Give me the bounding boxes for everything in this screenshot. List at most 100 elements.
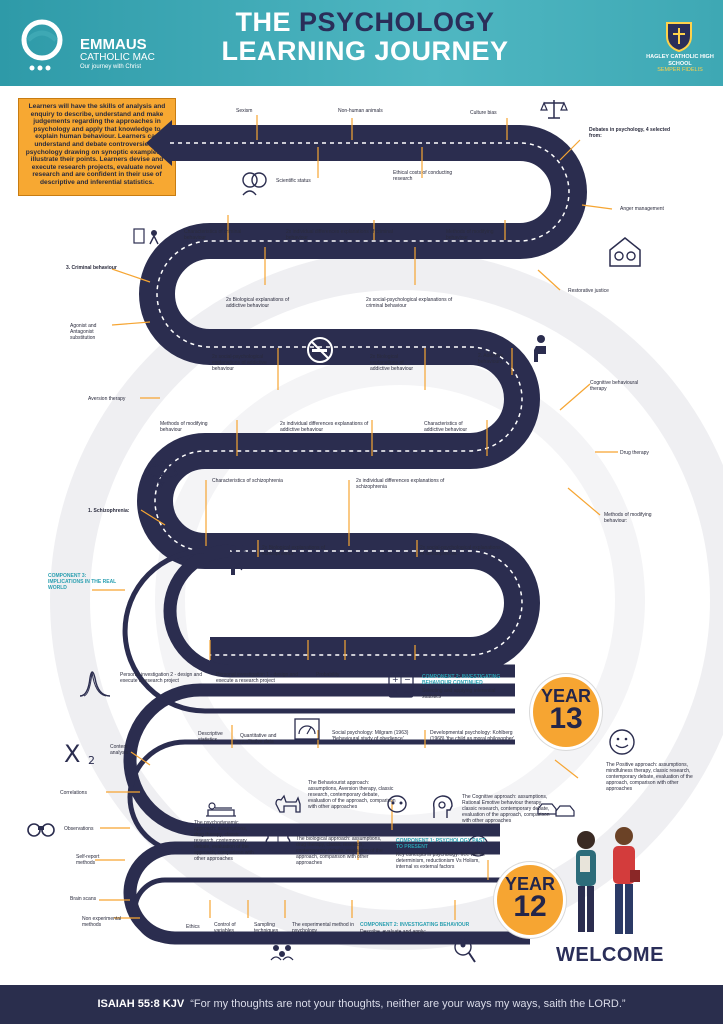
crime-scene-icon	[133, 228, 159, 245]
label-non-exp: Non experimental methods	[82, 916, 122, 928]
distribution-chart-icon	[79, 671, 111, 697]
emmaus-wordmark: EMMAUS CATHOLIC MAC Our journey with Chr…	[80, 36, 155, 70]
label-sexism: Sexism	[236, 108, 253, 114]
label-psychodynamic: The psychodynamic approach: assumptions,…	[194, 820, 254, 862]
svg-text:=: =	[404, 687, 411, 696]
label-id-schiz: 2x individual differences explanations o…	[356, 478, 445, 490]
label-milgram: Social psychology: Milgram (1963) 'Behav…	[332, 730, 409, 742]
svg-text:2: 2	[88, 754, 95, 766]
label-bio-addictive: 2x Biological explanations of addictive …	[226, 297, 290, 309]
label-comp1-title: COMPONENT 1: PSYCHOLOGY PAST TO PRESENT	[396, 838, 486, 850]
group-icon	[270, 945, 294, 961]
svg-text:−: −	[404, 675, 411, 684]
label-sp-criminal: 2x social-psychological explanations of …	[366, 297, 453, 309]
justice-scale-icon	[540, 100, 568, 119]
svg-text:+: +	[392, 675, 399, 684]
intro-box: Learners will have the skills of analysi…	[18, 98, 176, 196]
students-illustration	[576, 827, 640, 934]
psychoanalyst-couch-icon	[206, 802, 236, 817]
binoculars-icon	[27, 823, 55, 837]
label-restorative: Restorative justice	[568, 288, 609, 294]
label-drug: Drug therapy	[620, 450, 649, 456]
welcome-text: WELCOME	[556, 944, 664, 966]
label-pi1: Personal investigation 1 - design and ex…	[216, 672, 298, 684]
label-aversion: Aversion therapy	[88, 396, 126, 402]
label-sampling: Sampling techniques	[254, 922, 279, 934]
label-schiz: 1. Schizophrenia:	[88, 508, 130, 514]
dna-person-icon	[229, 545, 246, 575]
brain-icon	[265, 829, 291, 853]
search-person-icon	[454, 938, 476, 963]
label-behaviourist: The Behaviourist approach: assumptions, …	[308, 780, 396, 810]
label-char-schiz: Characteristics of schizophrenia	[212, 478, 283, 484]
label-methods-mod-2: Methods of modifying behaviour	[160, 421, 208, 433]
label-comp2-title: COMPONENT 2: INVESTIGATING BEHAVIOUR	[360, 922, 470, 928]
dog-icon	[275, 794, 301, 813]
label-non-human: Non-human animals	[338, 108, 383, 114]
label-comp2c-body: Selecting and applying inferential stati…	[422, 688, 496, 700]
school-crest-icon	[666, 22, 692, 52]
cars-icon	[537, 803, 575, 817]
label-comp2-body: Describe, evaluate and apply:	[360, 929, 426, 935]
label-methods-mod-3: Methods of modifying behaviour:	[604, 512, 652, 524]
face-mask-icon	[387, 795, 407, 813]
label-anger: Anger management	[620, 206, 664, 212]
storm-cloud-icon	[148, 461, 178, 488]
footer-verse: ISAIAH 55:8 KJV “For my thoughts are not …	[0, 985, 723, 1024]
svg-text:X: X	[64, 740, 80, 766]
road-arrow	[146, 120, 172, 166]
label-bio-addictive-2: 2x Biological explanations of addictive …	[370, 354, 414, 372]
chi-squared-icon: X 2	[64, 740, 95, 766]
label-experimental: The experimental method in psychology	[292, 922, 354, 934]
label-descriptive: Descriptive statistics	[198, 731, 223, 743]
math-operators-icon: +− × =	[388, 672, 414, 698]
label-correlations: Correlations	[60, 790, 87, 796]
label-cbt: Cognitive behavioural therapy	[590, 380, 639, 392]
label-ethics: Ethics	[186, 924, 200, 930]
verse-reference: ISAIAH 55:8 KJV	[97, 998, 185, 1010]
label-char-addictive: Characteristics of addictive behaviour	[424, 421, 468, 433]
label-quant: Quantitative and qualitative data	[240, 733, 277, 745]
gauge-icon	[294, 718, 320, 740]
comp1-head-icon	[467, 835, 489, 857]
label-sp-schiz: 2x social-psychological explanations of …	[420, 545, 501, 557]
label-criminal: 3. Criminal behaviour	[66, 265, 117, 271]
label-culture-bias: Culture bias	[470, 110, 497, 116]
smiley-icon	[609, 729, 635, 755]
label-scientific-status: Scientific status	[276, 178, 311, 184]
label-brain-scans: Brain scans	[70, 896, 97, 902]
verse-quote: “For my thoughts are not your thoughts, …	[190, 998, 626, 1010]
label-bio-schiz: 2x Biological explanations of schizophre…	[262, 545, 326, 557]
label-observations: Observations	[64, 826, 94, 832]
label-biological: The biological approach: assumptions, dr…	[296, 836, 383, 866]
label-sp-addictive: 2x social-psychological explanations of …	[212, 354, 267, 372]
label-char-criminal: Characteristics of criminal behaviour	[184, 229, 242, 241]
school-name: HAGLEY CATHOLIC HIGH SCHOOL SEMPER FIDEL…	[646, 54, 714, 73]
label-probability: Probability	[316, 672, 340, 678]
page-title: THE PSYCHOLOGY LEARNING JOURNEY	[221, 7, 509, 66]
road-row-1	[137, 125, 587, 673]
label-agonist: Agonist and Antagonist substitution	[70, 323, 97, 341]
smoker-icon	[534, 335, 546, 362]
head-gear-icon	[432, 795, 453, 818]
label-ethical-costs: Ethical costs of conducting research	[393, 170, 453, 182]
svg-text:×: ×	[392, 687, 399, 696]
label-comp1-body: Key concepts in psychology: free will Vs…	[396, 852, 485, 870]
label-kohlberg: Developmental psychology: Kohlberg (1968…	[430, 730, 515, 742]
no-smoking-icon	[307, 337, 333, 363]
label-positive: The Positive approach: assumptions, mind…	[606, 762, 693, 792]
label-control: Control of variables	[214, 922, 236, 934]
label-comp2c-title: COMPONENT 2: INVESTIGATING BEHAVIOUR CON…	[422, 674, 501, 686]
label-id-addictive: 2x individual differences explanations o…	[280, 421, 369, 433]
label-self-report: Self-report methods	[76, 854, 100, 866]
label-cognitive: The Cognitive approach: assumptions, Rat…	[462, 794, 550, 824]
label-id-criminal: 2x individual differences explanations o…	[286, 229, 393, 241]
label-methods-mod-1: Methods of modifying behaviour	[446, 229, 494, 241]
label-addictive: 2. Addictive behaviours:	[478, 353, 504, 365]
brain-head-icon	[242, 172, 267, 196]
label-comp3: COMPONENT 3: IMPLICATIONS IN THE REAL WO…	[48, 573, 117, 591]
emmaus-logo-icon	[21, 19, 63, 71]
